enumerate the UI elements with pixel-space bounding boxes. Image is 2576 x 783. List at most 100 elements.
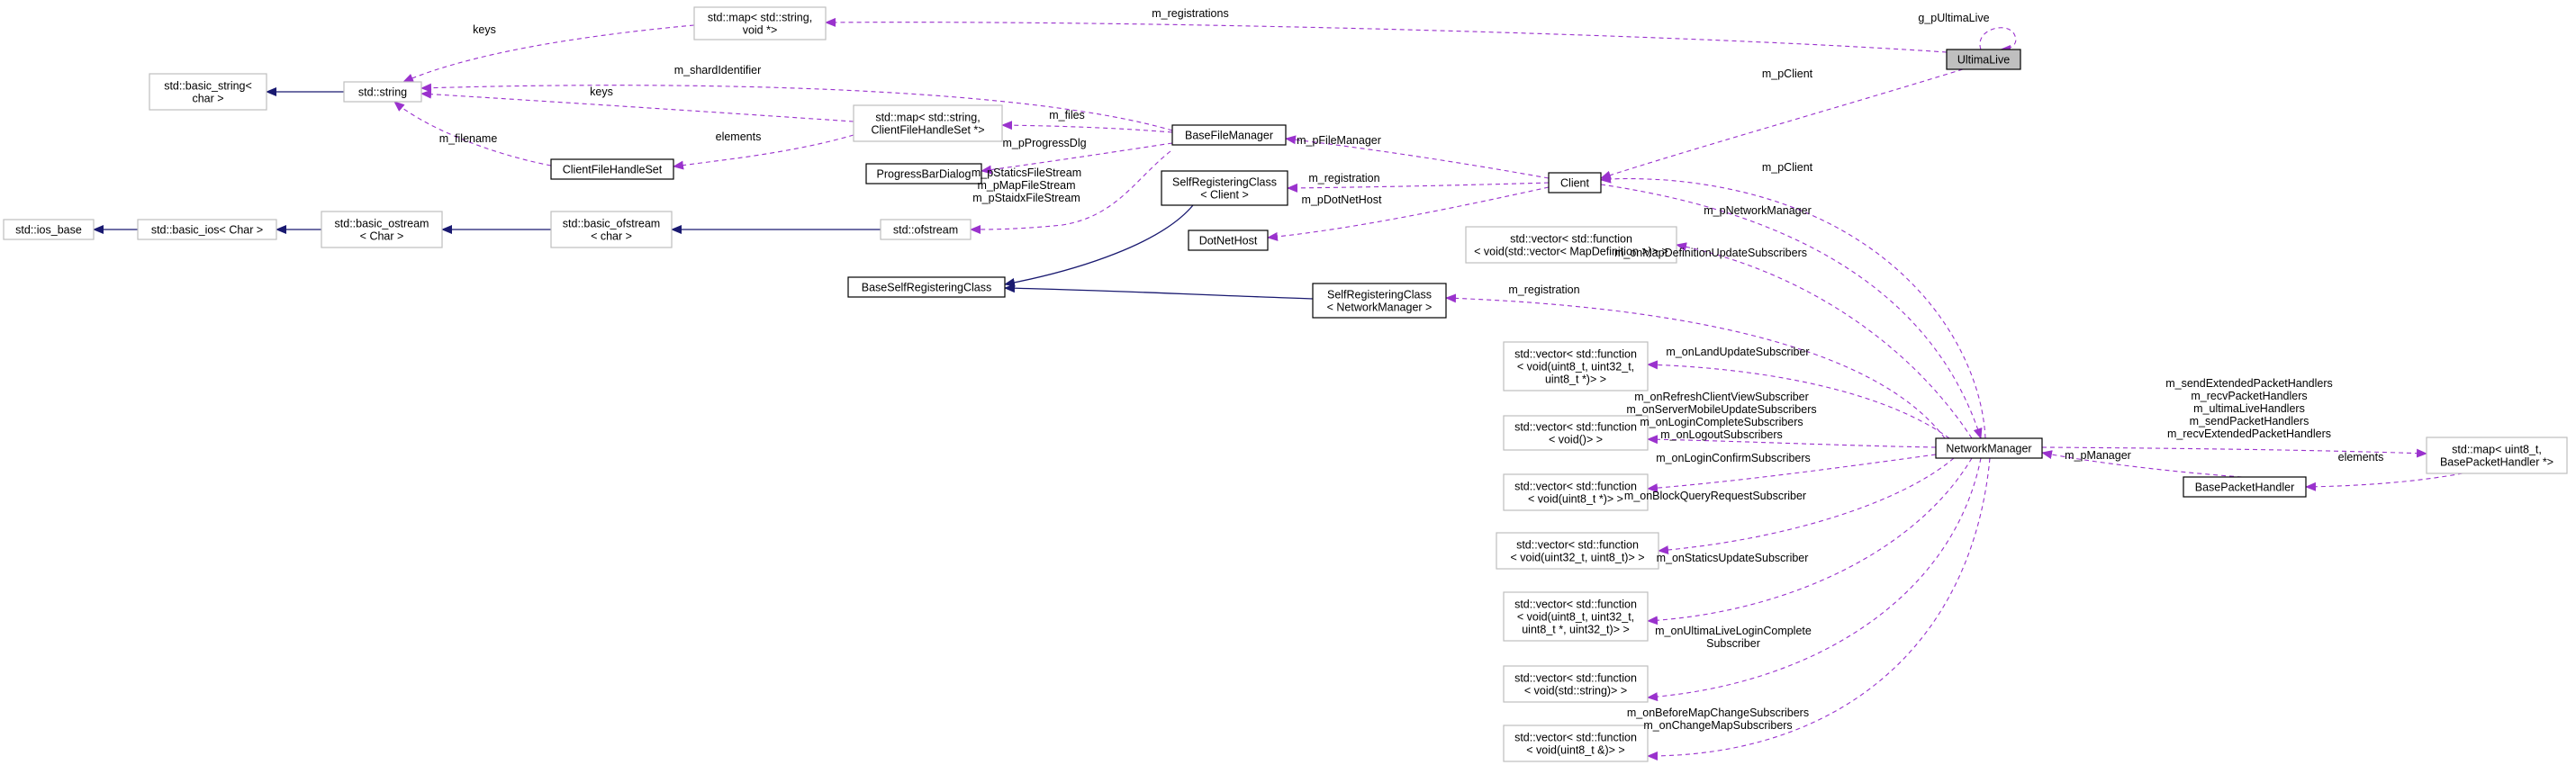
class-node-label: std::vector< std::function< void(std::ve… [1474, 233, 1668, 258]
class-node-basic-ios: std::basic_ios< Char > [137, 219, 277, 240]
edge-label-m-onStaticsUpdateSubscriber: m_onStaticsUpdateSubscriber [1657, 552, 1809, 564]
edge-label-line: keys [590, 86, 613, 98]
usage-edge-g-pUltimaLive [1979, 27, 2017, 54]
usage-edge-m-registration-nm [1445, 293, 1946, 439]
class-node-ios-base: std::ios_base [3, 219, 95, 240]
class-node-box[interactable] [1548, 172, 1602, 194]
class-node-label-line: < Char > [360, 230, 404, 243]
class-node-self-registering-nm[interactable]: SelfRegisteringClass< NetworkManager > [1312, 283, 1447, 319]
usage-edge-m-onUltimaLiveLoginComplete [1647, 457, 1982, 702]
class-node-label-line: std::map< std::string, [708, 12, 812, 24]
edge-label-m-registration-client: m_registration [1308, 172, 1379, 184]
edge-label-keys-files: keys [590, 86, 613, 98]
class-node-basic-ofstream: std::basic_ofstream< char > [550, 211, 673, 248]
class-node-label: std::basic_string<char > [164, 80, 252, 105]
class-node-base-file-manager[interactable]: BaseFileManager [1171, 124, 1287, 146]
usage-edge-m-files [1001, 121, 1173, 133]
class-node-progress-bar-dialog[interactable]: ProgressBarDialog [865, 163, 982, 184]
class-node-base-self-registering[interactable]: BaseSelfRegisteringClass [847, 276, 1006, 298]
class-node-label: std::vector< std::function< void()> > [1514, 421, 1637, 446]
class-node-label: SelfRegisteringClass< NetworkManager > [1327, 289, 1433, 314]
class-node-dotnethost[interactable]: DotNetHost [1188, 230, 1269, 251]
class-node-label-line: std::basic_ofstream [563, 218, 660, 230]
class-node-box [1503, 724, 1649, 762]
edge-label-line: m_registrations [1152, 7, 1228, 20]
edge-label-line: elements [716, 130, 762, 143]
edge-label-line: elements [2338, 451, 2384, 464]
class-node-box[interactable] [1161, 170, 1288, 206]
class-node-box [2426, 436, 2568, 474]
class-node-ofstream: std::ofstream [880, 219, 972, 240]
edge-label-line: m_sendExtendedPacketHandlers [2165, 377, 2333, 390]
class-node-box[interactable] [1946, 49, 2021, 70]
edge-label-line: m_onLoginCompleteSubscribers [1640, 416, 1803, 428]
edge-label-g-pUltimaLive: g_pUltimaLive [1918, 12, 1989, 24]
class-node-label-line: < void(std::vector< MapDefinition >)> > [1474, 246, 1668, 258]
class-node-ultimalive[interactable]: UltimaLive [1946, 49, 2021, 70]
usage-edge-keys-top [402, 24, 695, 83]
edge-label-line: keys [473, 23, 496, 36]
class-node-label-line: DotNetHost [1199, 235, 1258, 248]
class-node-box [550, 211, 673, 248]
edge-label-line: m_onUltimaLiveLoginComplete [1655, 625, 1812, 637]
edge-label-line: m_onLandUpdateSubscriber [1666, 346, 1809, 358]
class-node-label: std::ios_base [15, 224, 82, 237]
class-node-vec-land: std::vector< std::function< void(uint8_t… [1503, 341, 1649, 392]
edge-label-line: m_pFileManager [1297, 134, 1381, 147]
class-node-box[interactable] [865, 163, 982, 184]
class-node-box[interactable] [1312, 283, 1447, 319]
edge-label-line: m_onRefreshClientViewSubscriber [1634, 391, 1809, 403]
class-node-label-line: < char > [591, 230, 632, 243]
edge-label-line: m_recvPacketHandlers [2191, 390, 2307, 402]
edge-label-line: m_onLogoutSubscribers [1660, 428, 1783, 441]
edge-label-line: m_onMapDefinitionUpdateSubscribers [1614, 247, 1807, 259]
class-node-label-line: std::string [358, 86, 407, 99]
class-node-self-registering-client[interactable]: SelfRegisteringClass< Client > [1161, 170, 1288, 206]
usage-edge-m-filename [393, 101, 552, 166]
class-node-label: DotNetHost [1199, 235, 1258, 248]
class-node-client[interactable]: Client [1548, 172, 1602, 194]
usage-edge-m-pDotNetHost [1267, 186, 1550, 241]
class-node-label: ProgressBarDialog [877, 168, 972, 181]
class-node-network-manager[interactable]: NetworkManager [1935, 437, 2043, 459]
usage-edge-m-pClient-nm [1600, 174, 1986, 439]
edge-label-line: m_pManager [2065, 449, 2131, 462]
edge-label-elements-handlers: elements [2338, 451, 2384, 464]
class-node-label: std::map< std::string,void *> [708, 12, 812, 37]
class-node-label-line: BasePacketHandler *> [2440, 456, 2553, 469]
class-node-box[interactable] [1171, 124, 1287, 146]
edge-label-m-pClient-nm: m_pClient [1762, 161, 1813, 174]
class-node-label: SelfRegisteringClass< Client > [1172, 176, 1277, 202]
class-node-label-line: < void(uint8_t, uint32_t, [1517, 611, 1634, 624]
edge-label-m-filename: m_filename [439, 132, 498, 145]
edge-label-m-pFileManager: m_pFileManager [1297, 134, 1381, 147]
class-node-box[interactable] [1935, 437, 2043, 459]
class-node-label-line: ProgressBarDialog [877, 168, 972, 181]
class-node-box[interactable] [2183, 476, 2307, 498]
class-node-label-line: uint8_t *)> > [1545, 374, 1606, 386]
edge-label-m-pManager: m_pManager [2065, 449, 2131, 462]
class-node-box[interactable] [550, 158, 674, 180]
class-node-box [880, 219, 972, 240]
class-node-vec-void: std::vector< std::function< void()> > [1503, 415, 1649, 451]
edge-label-m-onBlockQueryRequestSubscriber: m_onBlockQueryRequestSubscriber [1624, 490, 1806, 502]
class-node-box[interactable] [1188, 230, 1269, 251]
class-node-label-line: std::vector< std::function [1514, 348, 1637, 361]
class-node-label-line: std::vector< std::function [1516, 539, 1639, 552]
class-node-vec-mapdef: std::vector< std::function< void(std::ve… [1465, 226, 1677, 264]
class-node-label: ClientFileHandleSet [563, 164, 663, 176]
class-node-box[interactable] [847, 276, 1006, 298]
edge-label-m-pClient-ul: m_pClient [1762, 68, 1813, 80]
class-node-label-line: std::ofstream [893, 224, 958, 237]
usage-edge-m-pManager [2041, 450, 2243, 478]
edge-label-line: m_onStaticsUpdateSubscriber [1657, 552, 1809, 564]
edge-label-keys-top: keys [473, 23, 496, 36]
class-node-label-line: SelfRegisteringClass [1327, 289, 1432, 302]
class-node-label-line: Client [1560, 177, 1589, 190]
class-node-client-file-handle-set[interactable]: ClientFileHandleSet [550, 158, 674, 180]
class-node-base-packet-handler[interactable]: BasePacketHandler [2183, 476, 2307, 498]
class-node-label-line: std::vector< std::function [1514, 421, 1637, 434]
class-node-label: Client [1560, 177, 1589, 190]
edge-label-m-shardIdentifier: m_shardIdentifier [674, 64, 762, 76]
class-node-box [1503, 341, 1649, 392]
